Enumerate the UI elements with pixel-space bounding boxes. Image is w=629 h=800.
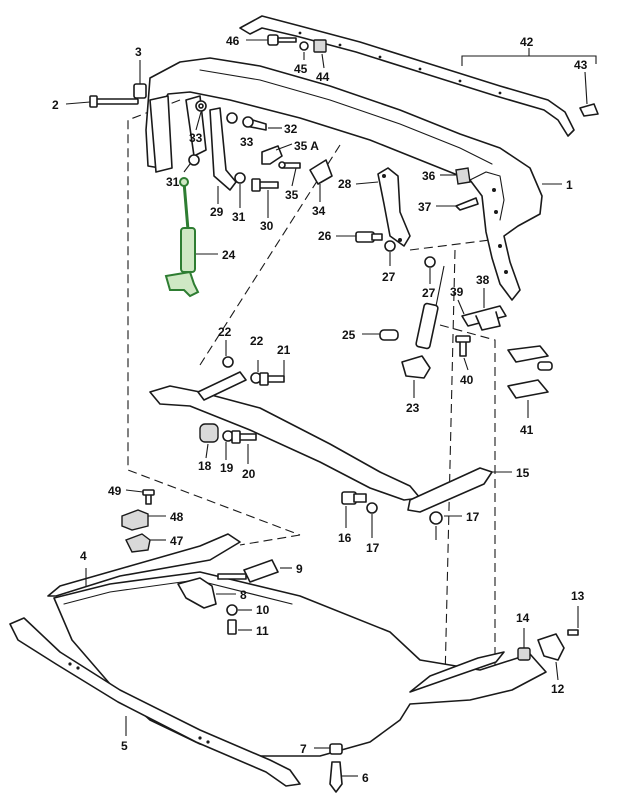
callout-36: 36	[422, 169, 436, 183]
blocks-47-48-49	[121, 489, 166, 553]
callout-27b: 27	[422, 286, 436, 300]
callout-19: 19	[220, 461, 234, 475]
callout-13: 13	[571, 589, 585, 603]
callout-23: 23	[406, 401, 420, 415]
callout-26: 26	[318, 229, 332, 243]
callout-37: 37	[418, 200, 432, 214]
lower-linkage-bar	[149, 340, 512, 540]
callout-labels: 1 2 3 4 5 6 7 8 9 10 11 12 13 14 15 16 1…	[52, 34, 588, 785]
callout-21: 21	[277, 343, 291, 357]
fasteners-44-45-46	[246, 34, 327, 69]
clip-parts-36-37	[436, 167, 479, 211]
callout-31b: 31	[232, 210, 246, 224]
hinge-bracket-assembly	[183, 100, 333, 218]
callout-24: 24	[222, 248, 236, 262]
callout-46: 46	[226, 34, 240, 48]
callout-40: 40	[460, 373, 474, 387]
callout-3: 3	[135, 45, 142, 59]
callout-16: 16	[338, 531, 352, 545]
callout-27a: 27	[382, 270, 396, 284]
callout-41: 41	[520, 423, 534, 437]
washer-part-3	[133, 60, 147, 99]
callout-17a: 17	[366, 541, 380, 555]
latch-parts-12-14	[517, 606, 579, 681]
top-rail-part-42	[239, 15, 597, 137]
callout-4: 4	[80, 549, 87, 563]
callout-44: 44	[316, 70, 330, 84]
callout-18: 18	[198, 459, 212, 473]
callout-5: 5	[121, 739, 128, 753]
callout-29: 29	[210, 205, 224, 219]
callout-10: 10	[256, 603, 270, 617]
callout-43: 43	[574, 58, 588, 72]
callout-6: 6	[362, 771, 369, 785]
callout-33a: 33	[189, 131, 203, 145]
arm-part-28	[336, 167, 436, 284]
callout-7: 7	[300, 742, 307, 756]
callout-47: 47	[170, 534, 184, 548]
callout-30: 30	[260, 219, 274, 233]
callout-8: 8	[240, 588, 247, 602]
callout-14: 14	[516, 611, 530, 625]
callout-49: 49	[108, 484, 122, 498]
callout-42: 42	[520, 35, 534, 49]
clip-part-43	[579, 71, 599, 117]
callout-33b: 33	[240, 135, 254, 149]
callout-28: 28	[338, 177, 352, 191]
callout-32: 32	[284, 122, 298, 136]
pin-parts-6-7	[314, 743, 358, 793]
gas-strut-part-23	[401, 265, 445, 398]
callout-22a: 22	[218, 325, 232, 339]
callout-39: 39	[450, 285, 464, 299]
callout-25: 25	[342, 328, 356, 342]
callout-38: 38	[476, 273, 490, 287]
small-hardware-25-38-41	[362, 288, 553, 418]
callout-31a: 31	[166, 175, 180, 189]
bolt-part-2	[65, 95, 139, 108]
callout-1: 1	[566, 178, 573, 192]
lock-parts-8-11	[177, 559, 292, 635]
callout-17b: 17	[466, 510, 480, 524]
callout-11: 11	[256, 624, 269, 638]
callout-22b: 22	[250, 334, 264, 348]
callout-34: 34	[312, 204, 326, 218]
callout-35: 35	[285, 188, 299, 202]
strip-part-5	[9, 617, 301, 787]
callout-35a: 35 A	[294, 139, 319, 153]
callout-2: 2	[52, 98, 59, 112]
callout-9: 9	[296, 562, 303, 576]
callout-12: 12	[551, 682, 565, 696]
callout-20: 20	[242, 467, 256, 481]
cover-panel-part-4	[47, 533, 547, 757]
callout-45: 45	[294, 62, 308, 76]
callout-48: 48	[170, 510, 184, 524]
gas-strut-part-24-highlighted	[164, 177, 218, 298]
callout-15: 15	[516, 466, 530, 480]
